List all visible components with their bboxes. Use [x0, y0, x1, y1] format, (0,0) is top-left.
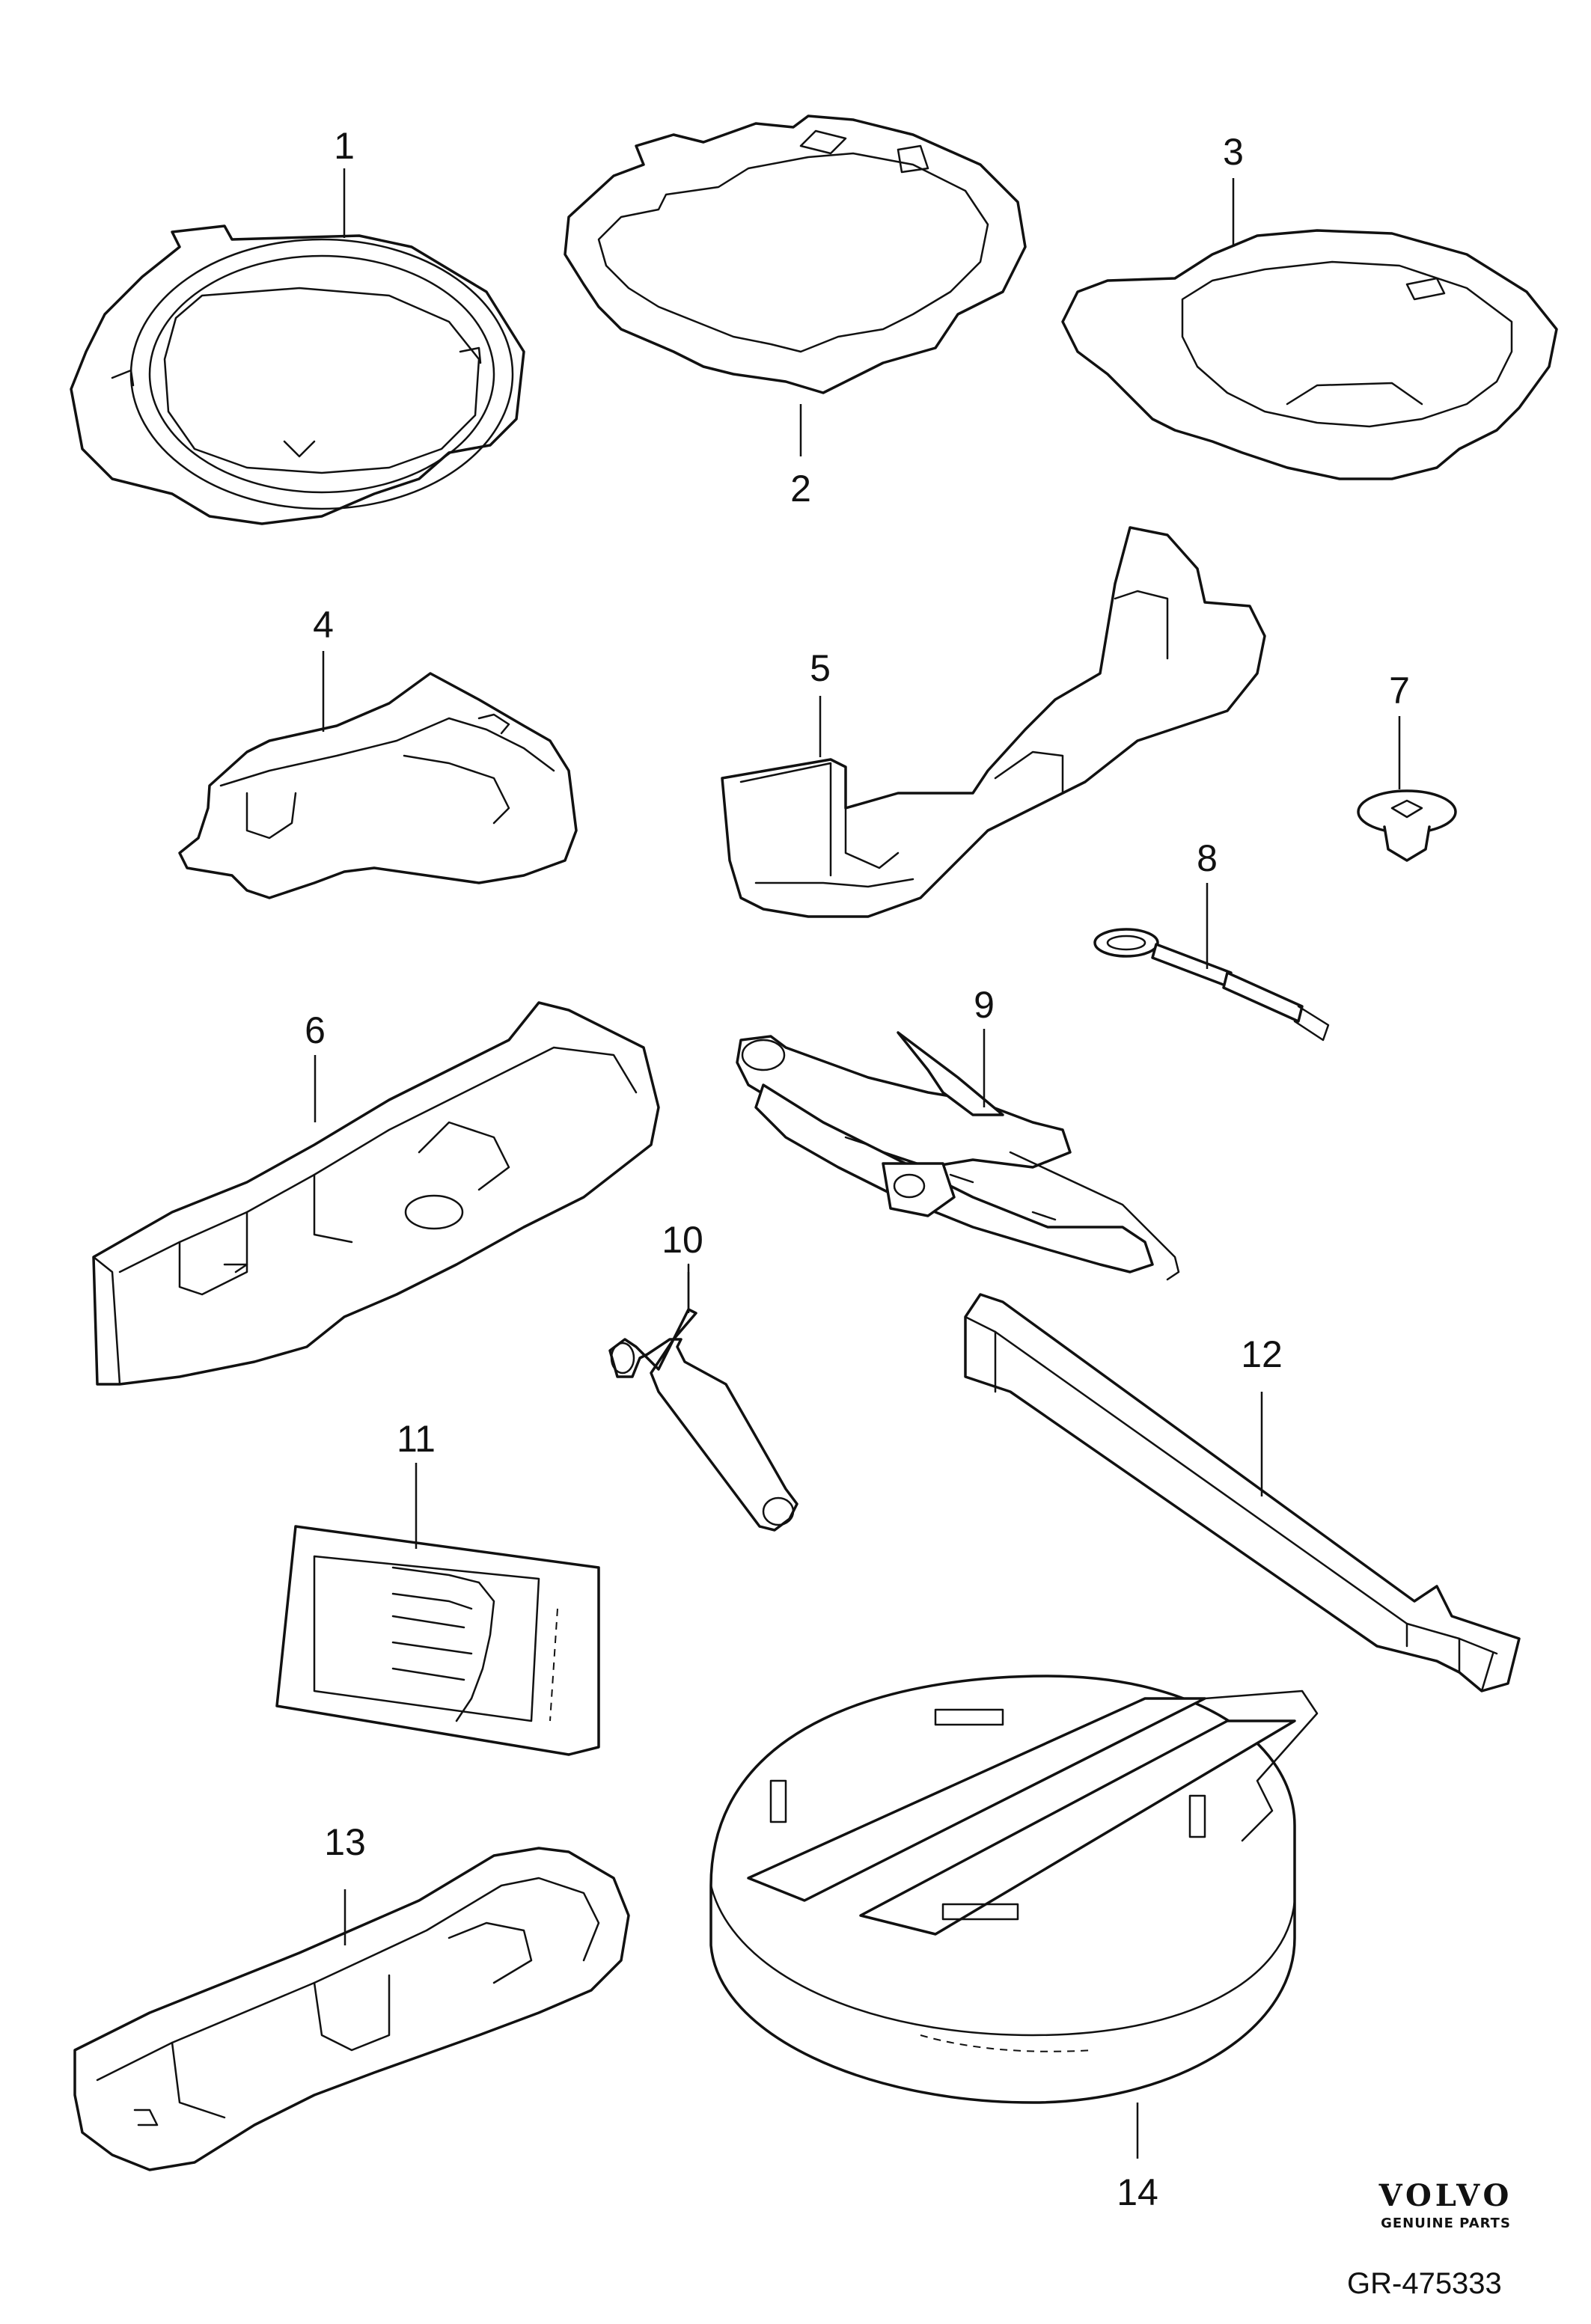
part-6-foam-tray [92, 1001, 660, 1386]
part-12-box [964, 1293, 1521, 1692]
part-5-long-insert [721, 526, 1266, 918]
callout-5: 5 [810, 647, 831, 689]
part-2-ring-frame [564, 114, 1027, 394]
brand-subtitle: GENUINE PARTS [1381, 2216, 1511, 2231]
part-13-tool-tray [73, 1847, 630, 2171]
callout-8: 8 [1197, 837, 1218, 879]
callout-11: 11 [397, 1418, 436, 1460]
callout-9: 9 [974, 984, 995, 1026]
brand-name: VOLVO [1378, 2178, 1513, 2213]
part-7-clip [1357, 789, 1457, 862]
part-14-wheel-cover [709, 1675, 1319, 2104]
reference-code: GR-475333 [1347, 2267, 1502, 2300]
callout-6: 6 [305, 1009, 326, 1051]
part-1-ring-holder [70, 224, 525, 525]
callout-1: 1 [334, 125, 355, 167]
callout-2: 2 [790, 468, 811, 510]
callout-10: 10 [662, 1219, 703, 1261]
callout-12: 12 [1241, 1333, 1283, 1375]
callout-4: 4 [313, 604, 334, 646]
part-4-small-insert [178, 672, 578, 899]
part-10-wheel-brace [608, 1263, 798, 1532]
callout-14: 14 [1117, 2171, 1158, 2213]
part-8-towing-eye [1093, 928, 1330, 1042]
part-9-scissor-jack [736, 1031, 1180, 1281]
part-3-ring-frame [1061, 229, 1558, 480]
callout-3: 3 [1223, 131, 1244, 173]
callout-13: 13 [324, 1821, 366, 1863]
part-11-glove-bag [275, 1525, 600, 1756]
brand-logo: VOLVO GENUINE PARTS [1356, 2178, 1536, 2232]
callout-7: 7 [1389, 670, 1410, 712]
